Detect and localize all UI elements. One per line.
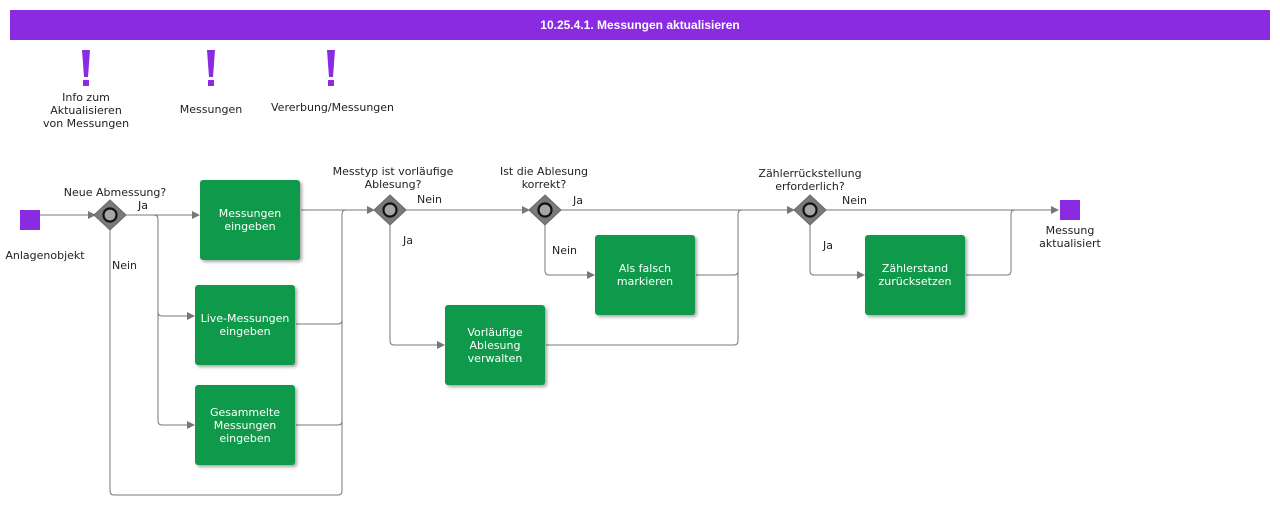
- flow-label-g2-nein: Nein: [417, 193, 443, 206]
- info-label: Vererbung/Messungen: [271, 101, 395, 114]
- gateway-neue-abmessung[interactable]: [93, 199, 127, 231]
- info-item-vererbung[interactable]: Vererbung/Messungen: [271, 48, 395, 114]
- flow-label-g4-nein: Nein: [842, 194, 868, 207]
- task-live-messungen-eingeben[interactable]: Live-Messungen eingeben: [195, 285, 295, 365]
- gateway-zaehlerrueckstellung[interactable]: [793, 194, 827, 226]
- flow-label-g1-ja: Ja: [138, 199, 148, 212]
- end-event[interactable]: [1060, 200, 1080, 220]
- flow-gesammelt-out: [296, 420, 343, 426]
- gateway-label-g1: Neue Abmessung?: [63, 186, 167, 199]
- flow-label-g2-ja: Ja: [403, 234, 413, 247]
- task-als-falsch-markieren[interactable]: Als falsch markieren: [595, 235, 695, 315]
- flow-g1-nein: [109, 230, 343, 496]
- gateway-label-g2: Messtyp ist vorläufige Ablesung?: [332, 165, 454, 191]
- flow-g2-vorlaeufig: [389, 225, 445, 349]
- start-event-label: Anlagenobjekt: [5, 249, 85, 262]
- info-label: Info zum Aktualisieren von Messungen: [42, 91, 130, 130]
- task-vorlaeufige-ablesung-verwalten[interactable]: Vorläufige Ablesung verwalten: [445, 305, 545, 385]
- gateway-label-g4: Zählerrückstellung erforderlich?: [758, 167, 862, 193]
- gateway-messtyp[interactable]: [373, 194, 407, 226]
- gateway-label-g3: Ist die Ablesung korrekt?: [499, 165, 589, 191]
- flow-label-g1-nein: Nein: [112, 259, 138, 272]
- gateway-ablesung-korrekt[interactable]: [528, 194, 562, 226]
- info-label: Messungen: [179, 103, 243, 116]
- flow-label-g3-ja: Ja: [573, 194, 583, 207]
- flow-label-g4-ja: Ja: [823, 239, 833, 252]
- exclamation-icon: [82, 50, 90, 86]
- task-zaehlerstand-zuruecksetzen[interactable]: Zählerstand zurücksetzen: [865, 235, 965, 315]
- end-event-label: Messung aktualisiert: [1039, 224, 1101, 250]
- exclamation-icon: [207, 50, 215, 86]
- exclamation-icon: [327, 50, 335, 86]
- flow-live-out: [296, 319, 343, 325]
- flow-g4-zaehler: [809, 225, 865, 279]
- info-item-aktualisieren[interactable]: Info zum Aktualisieren von Messungen: [26, 48, 146, 130]
- flow-g1-live: [153, 214, 195, 320]
- flow-label-g3-nein: Nein: [552, 244, 578, 257]
- info-item-messungen[interactable]: Messungen: [151, 48, 271, 116]
- flow-zaehler-out: [966, 209, 1016, 276]
- flow-merge-line: [341, 206, 375, 491]
- task-messungen-eingeben[interactable]: Messungen eingeben: [200, 180, 300, 260]
- flow-g1-gesammelt: [157, 312, 195, 429]
- page-title: 10.25.4.1. Messungen aktualisieren: [10, 10, 1270, 40]
- flow-g3-falsch: [544, 225, 595, 279]
- flow-falsch-out: [696, 270, 739, 276]
- start-event[interactable]: [20, 210, 40, 230]
- task-gesammelte-messungen-eingeben[interactable]: Gesammelte Messungen eingeben: [195, 385, 295, 465]
